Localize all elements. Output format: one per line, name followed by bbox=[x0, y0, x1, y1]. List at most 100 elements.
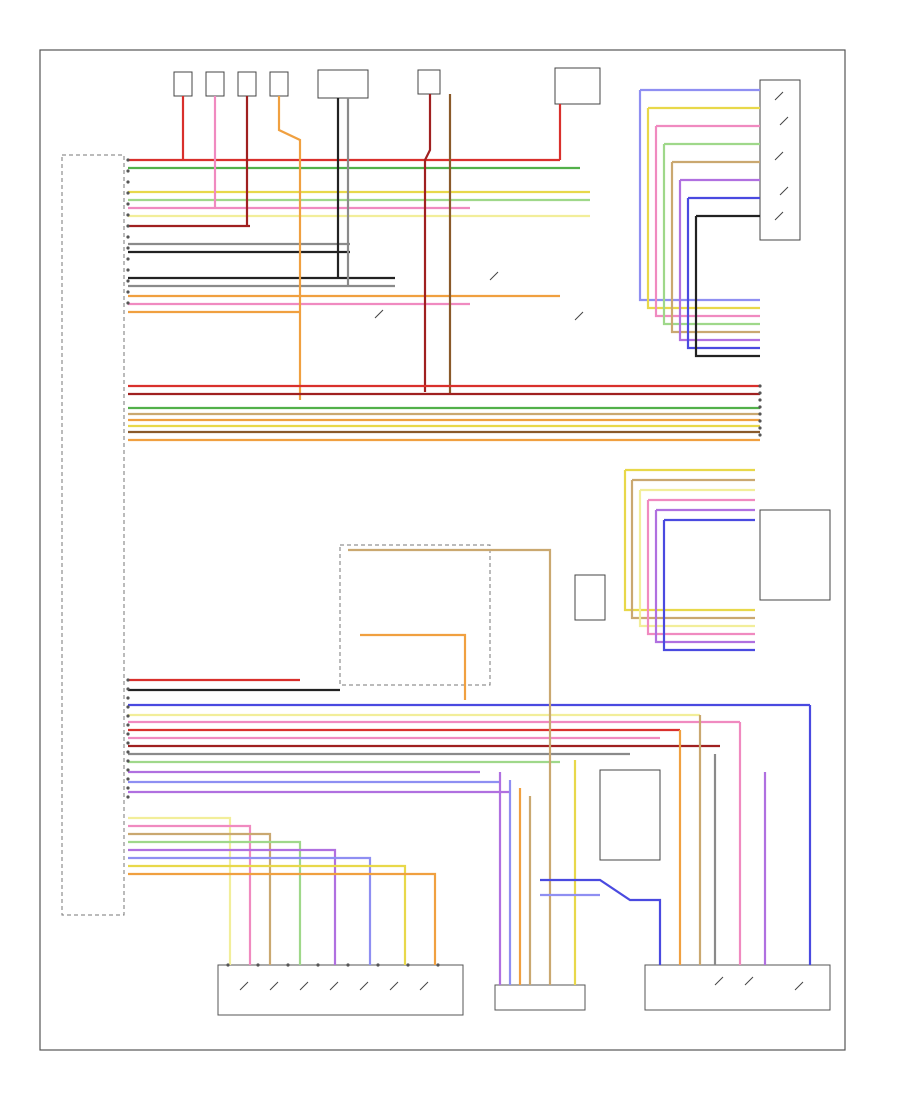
left-module-pin-low-7 bbox=[126, 732, 130, 736]
left-module-pin-top-2 bbox=[126, 169, 130, 173]
passenger-switch-wire-v-7 bbox=[686, 198, 760, 350]
left-module-pin-low-13 bbox=[126, 786, 130, 790]
window-switch-contact-1 bbox=[714, 976, 724, 986]
driver-panel-wire-5 bbox=[128, 848, 337, 965]
door-module-wire-v-1 bbox=[623, 470, 755, 612]
fuse-2 bbox=[205, 71, 225, 97]
door-module-wire-v-3 bbox=[638, 490, 755, 628]
window-switch-contact-3 bbox=[794, 981, 804, 991]
door-module-wire-v-4 bbox=[646, 500, 755, 636]
driver-panel-pin-2 bbox=[256, 963, 260, 967]
left-module-pin-top-6 bbox=[126, 213, 130, 217]
driver-panel-wire-4 bbox=[128, 840, 302, 965]
passenger-switch-contact-1 bbox=[774, 91, 784, 101]
fuse-5 bbox=[417, 69, 441, 95]
passenger-switch-contact-3 bbox=[774, 151, 784, 161]
fuse-5-feed-wire bbox=[423, 94, 432, 392]
left-module-pin-top-12 bbox=[126, 279, 130, 283]
fuse-4-feed-wire bbox=[277, 96, 302, 400]
passenger-switch-contact-5 bbox=[774, 211, 784, 221]
driver-panel-wire-3 bbox=[128, 832, 272, 965]
driver-panel-contact-3 bbox=[299, 981, 309, 991]
driver-panel-pin-8 bbox=[436, 963, 440, 967]
passenger-switch-wire-v-3 bbox=[654, 126, 760, 318]
passenger-switch-wire-v-8 bbox=[694, 216, 760, 358]
driver-panel-contact-4 bbox=[329, 981, 339, 991]
passenger-door-module-block bbox=[759, 509, 831, 601]
passenger-window-switch-panel bbox=[644, 964, 831, 1011]
rear-passenger-module-block bbox=[599, 769, 661, 861]
driver-panel-wire-7 bbox=[128, 864, 407, 965]
driver-panel-pin-7 bbox=[406, 963, 410, 967]
left-module-pin-low-6 bbox=[126, 723, 130, 727]
left-module-pin-low-9 bbox=[126, 750, 130, 754]
left-module-pin-top-8 bbox=[126, 235, 130, 239]
bus-end-pin-4 bbox=[758, 405, 762, 409]
central-lock-feed-wire bbox=[348, 548, 552, 985]
driver-panel-wire-1 bbox=[128, 816, 232, 965]
left-module-pin-top-13 bbox=[126, 290, 130, 294]
driver-switch-panel bbox=[217, 964, 464, 1016]
left-module-pin-low-11 bbox=[126, 768, 130, 772]
passenger-switch-wire-v-5 bbox=[670, 162, 760, 334]
left-module-pin-top-3 bbox=[126, 180, 130, 184]
driver-panel-contact-2 bbox=[269, 981, 279, 991]
driver-panel-wire-6 bbox=[128, 856, 372, 965]
bus-end-pin-3 bbox=[758, 398, 762, 402]
bus-end-pin-7 bbox=[758, 426, 762, 430]
door-module-wire-v-2 bbox=[630, 480, 755, 620]
door-module-wire-v-5 bbox=[654, 510, 755, 644]
left-module-pin-low-3 bbox=[126, 696, 130, 700]
central-lock-switch-outline bbox=[339, 544, 491, 686]
left-module-pin-top-10 bbox=[126, 257, 130, 261]
left-module-pin-low-4 bbox=[126, 705, 130, 709]
driver-panel-pin-5 bbox=[346, 963, 350, 967]
fuse-4 bbox=[269, 71, 289, 97]
connector-pins bbox=[126, 158, 762, 967]
diagram-border bbox=[39, 49, 846, 1051]
driver-panel-pin-4 bbox=[316, 963, 320, 967]
driver-panel-pin-6 bbox=[376, 963, 380, 967]
left-module-pin-low-2 bbox=[126, 687, 130, 691]
driver-panel-wire-2 bbox=[128, 824, 252, 965]
passenger-switch-wire-v-6 bbox=[678, 180, 760, 342]
passenger-window-switch-block bbox=[759, 79, 801, 241]
driver-panel-contact-5 bbox=[359, 981, 369, 991]
bus-end-pin-2 bbox=[758, 391, 762, 395]
passenger-switch-wire-v-4 bbox=[662, 144, 760, 326]
left-module-pin-top-14 bbox=[126, 301, 130, 305]
lock-to-panel-blue-wire bbox=[540, 878, 662, 965]
relay-contact-3 bbox=[574, 311, 584, 321]
left-module-pin-low-5 bbox=[126, 714, 130, 718]
left-control-module-outline bbox=[61, 154, 125, 916]
window-switch-contact-2 bbox=[744, 976, 754, 986]
left-module-pin-low-12 bbox=[126, 777, 130, 781]
driver-panel-contact-6 bbox=[389, 981, 399, 991]
driver-panel-pin-1 bbox=[226, 963, 230, 967]
bus-end-pin-8 bbox=[758, 433, 762, 437]
switch-symbols bbox=[239, 91, 804, 991]
left-module-pin-top-9 bbox=[126, 246, 130, 250]
bus-end-pin-1 bbox=[758, 384, 762, 388]
door-module-wire-v-6 bbox=[662, 520, 755, 652]
central-lock-return-wire bbox=[360, 633, 467, 700]
left-module-pin-top-1 bbox=[126, 158, 130, 162]
passenger-switch-wire-v-1 bbox=[638, 90, 760, 302]
passenger-switch-contact-2 bbox=[779, 116, 789, 126]
left-module-pin-top-4 bbox=[126, 191, 130, 195]
bus-end-pin-6 bbox=[758, 419, 762, 423]
left-module-pin-top-5 bbox=[126, 202, 130, 206]
driver-panel-contact-7 bbox=[419, 981, 429, 991]
driver-lock-unit bbox=[494, 984, 586, 1011]
driver-panel-wire-8 bbox=[128, 872, 437, 965]
relay-contact-1 bbox=[374, 309, 384, 319]
fuse-row bbox=[173, 67, 601, 105]
driver-panel-contact-1 bbox=[239, 981, 249, 991]
left-module-pin-top-11 bbox=[126, 268, 130, 272]
wire-harness bbox=[128, 88, 812, 985]
left-module-pin-low-14 bbox=[126, 795, 130, 799]
left-module-pin-low-8 bbox=[126, 741, 130, 745]
fuse-1 bbox=[173, 71, 193, 97]
